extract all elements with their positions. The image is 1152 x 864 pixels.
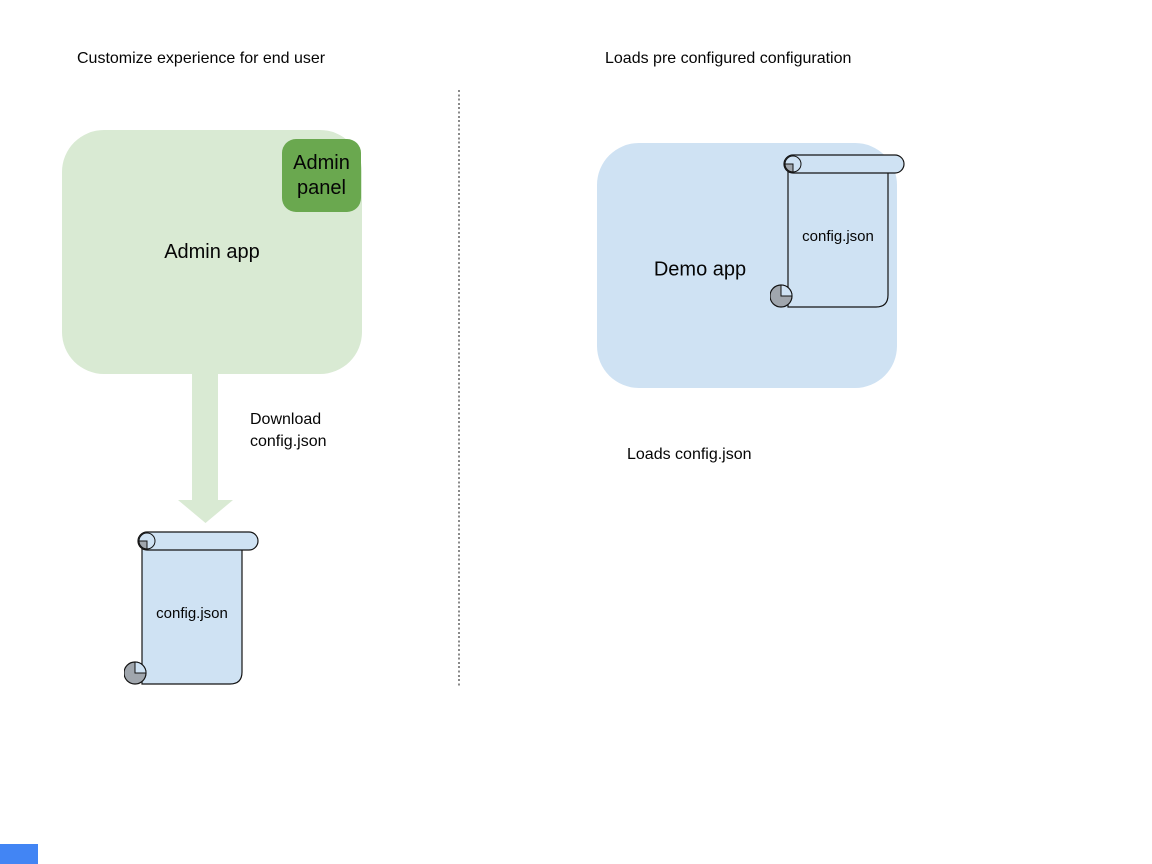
admin-app-label: Admin app (164, 240, 260, 263)
loads-config-caption: Loads config.json (627, 446, 752, 463)
download-config-label: Download config.json (250, 409, 327, 453)
config-file-label-left: config.json (156, 605, 228, 622)
corner-marker (0, 844, 38, 864)
download-arrow-shape (178, 370, 233, 523)
scroll-bottom-curl-paper (134, 661, 147, 674)
download-arrow (178, 370, 233, 523)
scroll-top-curl-paper (138, 540, 148, 550)
config-file-scroll-left (124, 531, 259, 685)
admin-panel-label: Admin panel (293, 151, 350, 199)
left-heading: Customize experience for end user (77, 50, 326, 67)
config-file-scroll-right (770, 154, 905, 308)
section-divider (458, 90, 460, 686)
download-label-line2: config.json (250, 433, 327, 450)
admin-panel-chip: Admin panel (282, 139, 361, 212)
config-file-label-right: config.json (802, 228, 874, 245)
download-label-line1: Download (250, 411, 322, 428)
demo-app-label: Demo app (653, 258, 747, 281)
scroll-top-roll (783, 154, 905, 174)
right-heading: Loads pre configured configuration (605, 50, 852, 67)
scroll-top-roll (137, 531, 259, 551)
scroll-body (787, 163, 889, 308)
scroll-top-curl-paper (784, 163, 794, 173)
scroll-bottom-curl-paper (780, 284, 793, 297)
scroll-body (141, 540, 243, 685)
